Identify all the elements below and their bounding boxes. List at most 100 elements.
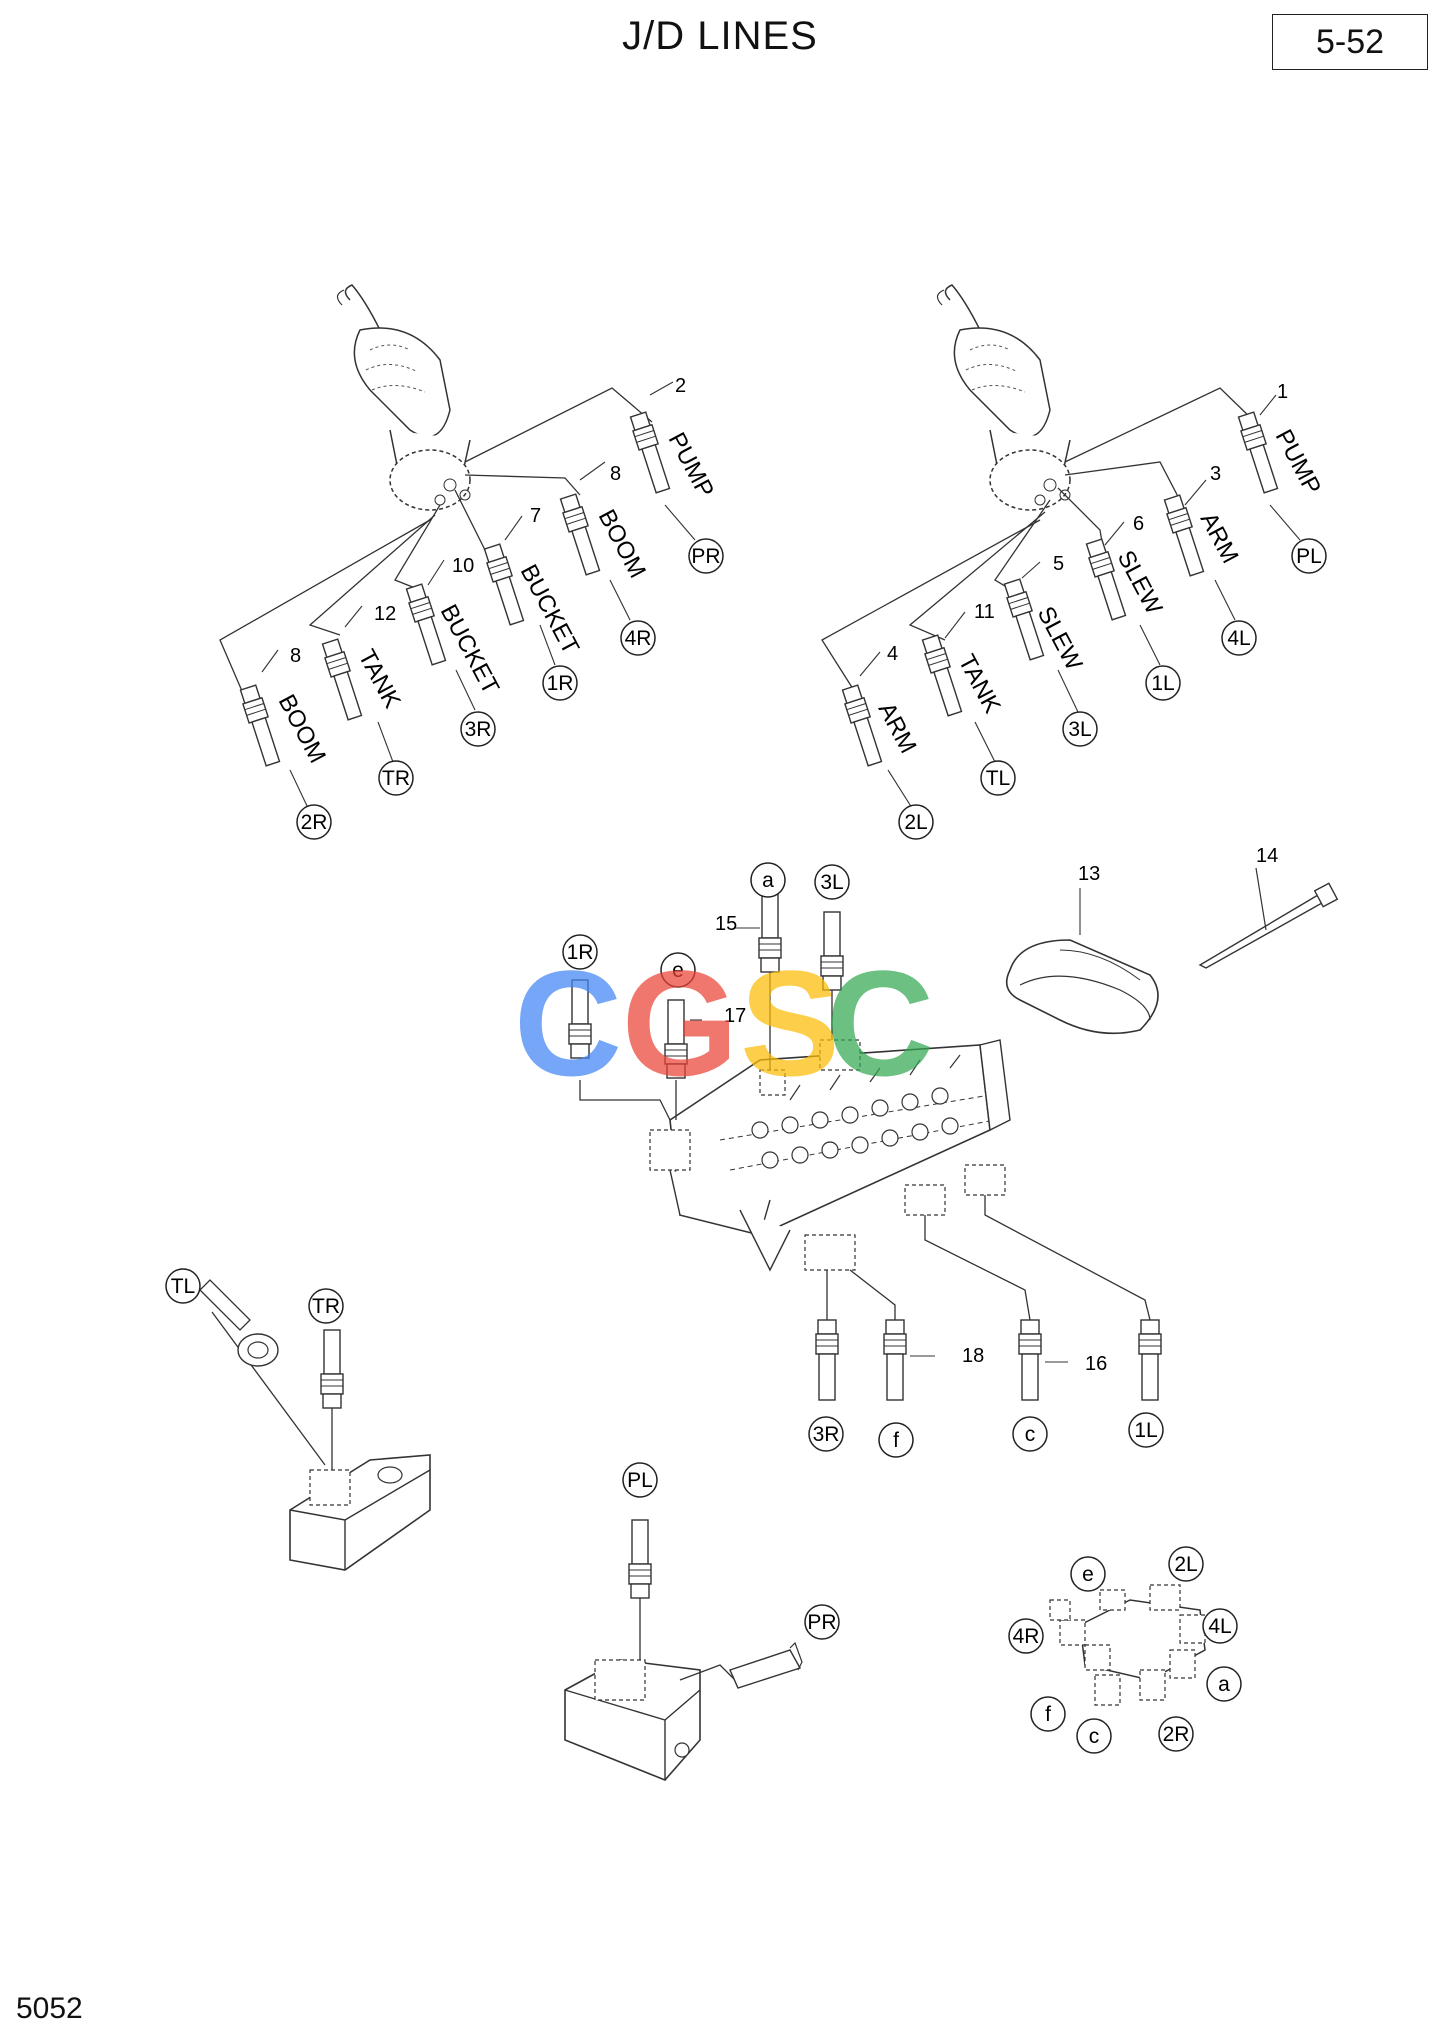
svg-text:c: c [1025,1423,1036,1446]
pump-block [564,1519,803,1781]
connection-tag: TL [165,1268,201,1304]
svg-text:2L: 2L [1174,1553,1197,1576]
hose-label: PUMP [663,428,719,502]
connection-tag: c [1012,1416,1048,1452]
hose-label: BUCKET [515,560,585,659]
connection-tag: PR [688,538,724,574]
svg-text:PL: PL [627,1469,653,1492]
connection-tag: PR [804,1604,840,1640]
svg-text:1R: 1R [547,672,574,695]
joystick-left-assembly [821,284,1256,701]
svg-text:a: a [762,869,774,892]
leader-lines [261,381,1301,1363]
connection-tag: TL [980,760,1016,796]
part-number: 15 [715,913,737,935]
connection-tag: 4L [1221,620,1257,656]
part-number: 3 [1210,463,1221,485]
connection-tag: TR [308,1288,344,1324]
connection-tag: c [1076,1718,1112,1754]
part-number: 12 [374,603,396,625]
connection-tag: 4R [1008,1618,1044,1654]
hose-label: SLEW [1032,602,1088,675]
svg-text:PL: PL [1296,545,1322,568]
svg-text:TR: TR [382,767,410,790]
svg-text:4R: 4R [1013,1625,1040,1648]
svg-text:TL: TL [171,1275,196,1298]
part-number: 6 [1133,513,1144,535]
connection-tag: 3R [460,711,496,747]
svg-text:f: f [893,1429,899,1452]
svg-text:a: a [1218,1673,1230,1696]
connection-tag: 1L [1128,1412,1164,1448]
connection-tag: 2L [1168,1546,1204,1582]
svg-text:2L: 2L [904,811,927,834]
page-title: J/D LINES [622,14,818,58]
watermark-letter: S [740,939,840,1107]
connection-tag: PL [1291,538,1327,574]
svg-text:4L: 4L [1227,627,1250,650]
clamp-part-13 [1005,939,1159,1035]
connection-tag: f [878,1422,914,1458]
svg-text:3L: 3L [820,871,843,894]
connection-tag: 3R [808,1416,844,1452]
svg-text:2R: 2R [301,811,328,834]
connection-tag: 3L [1062,711,1098,747]
connection-tag: PL [622,1462,658,1498]
svg-text:1L: 1L [1134,1419,1157,1442]
connection-tag: e [660,952,696,988]
hose-label: BUCKET [435,600,505,699]
part-number: 13 [1078,863,1100,885]
connection-tag: 1R [562,934,598,970]
connection-tag: f [1030,1696,1066,1732]
hose-label: BOOM [273,690,331,767]
svg-text:f: f [1045,1703,1051,1726]
pattern-changer [1049,1584,1206,1706]
control-valve [649,1039,1011,1272]
svg-text:3R: 3R [813,1423,840,1446]
watermark-letter: G [622,939,739,1107]
part-number: 17 [724,1005,746,1027]
connection-tag: TR [378,760,414,796]
hose-label: ARM [1195,508,1244,568]
svg-text:3L: 3L [1068,718,1091,741]
connection-tag: 1R [542,665,578,701]
svg-text:TL: TL [986,767,1011,790]
valve-connection-lines [579,968,1151,1325]
connection-tag: 2R [296,804,332,840]
part-number: 1 [1277,381,1288,403]
part-number: 16 [1085,1353,1107,1375]
connection-tags: PR 4R 1R 3R TR 2R PL 4L 1L 3L TL 2L a 3L 1R e 3R f c 1L TL TR… [165,538,1327,1754]
tank-block [199,1279,431,1571]
page-number: 5-52 [1272,14,1428,70]
part-number: 8 [290,645,301,667]
part-number: 8 [610,463,621,485]
part-number: 10 [452,555,474,577]
part-number: 4 [887,643,898,665]
svg-text:e: e [1082,1563,1094,1586]
part-number: 14 [1256,845,1278,867]
hose-label: BOOM [593,505,651,582]
svg-text:TR: TR [312,1295,340,1318]
connection-tag: a [750,862,786,898]
part-number: 18 [962,1345,984,1367]
svg-text:e: e [672,959,684,982]
hose-label: PUMP [1270,425,1326,499]
connection-tag: e [1070,1556,1106,1592]
connection-tag: a [1206,1666,1242,1702]
part-number: 11 [974,601,995,623]
hose-label: TANK [353,645,406,713]
part-number: 7 [530,505,541,527]
cable-tie-part-14 [1198,867,1339,969]
connection-tag: 2L [898,804,934,840]
svg-text:1L: 1L [1151,672,1174,695]
connection-tag: 1L [1145,665,1181,701]
footer-code: 5052 [16,1992,83,2025]
connection-tag: 4R [620,620,656,656]
svg-text:4R: 4R [625,627,652,650]
part-number: 2 [675,375,686,397]
watermark-letter: C [826,939,934,1107]
svg-text:2R: 2R [1163,1723,1190,1746]
svg-text:1R: 1R [567,941,594,964]
